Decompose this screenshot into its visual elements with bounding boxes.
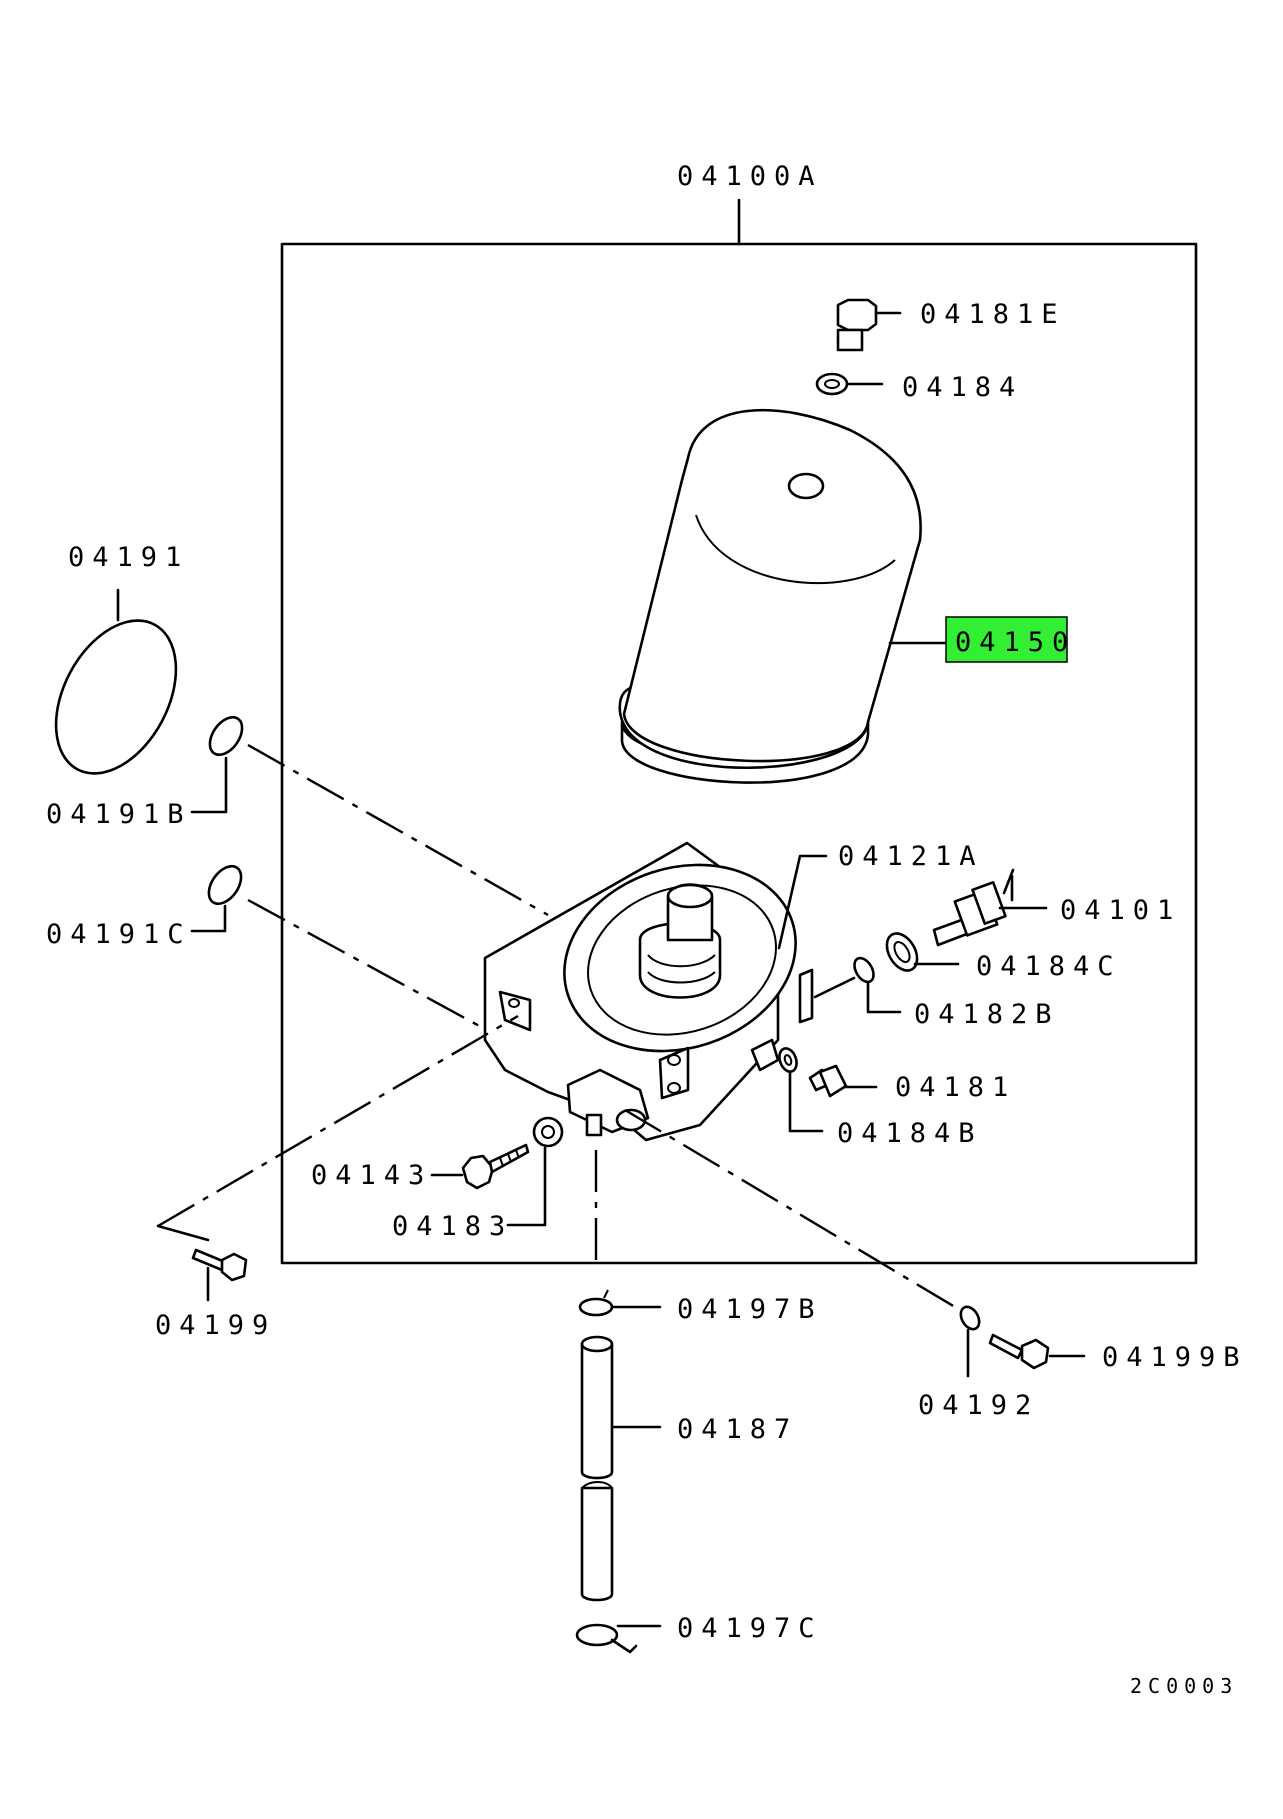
- label-04150[interactable]: 04150: [955, 627, 1076, 658]
- screw-04143-icon: [461, 1143, 530, 1190]
- label-04199[interactable]: 04199: [155, 1310, 276, 1341]
- o-ring-04182b-icon: [853, 956, 875, 984]
- label-04183[interactable]: 04183: [392, 1211, 513, 1242]
- clip-04197c-icon: [575, 1623, 638, 1654]
- label-04100A[interactable]: 04100A: [677, 161, 823, 192]
- spacer-04183-icon: [532, 1116, 564, 1148]
- washer-04192-icon: [959, 1305, 981, 1331]
- label-04184C[interactable]: 04184C: [976, 951, 1122, 982]
- filter-element-04150-icon: [618, 408, 922, 784]
- plug-04181e-icon: [836, 298, 878, 352]
- label-04199B[interactable]: 04199B: [1102, 1342, 1248, 1373]
- label-04101[interactable]: 04101: [1060, 895, 1181, 926]
- label-04181E[interactable]: 04181E: [920, 299, 1066, 330]
- highlight-box-04150[interactable]: [945, 616, 1068, 663]
- washer-04184b-icon: [778, 1047, 798, 1073]
- label-04121A[interactable]: 04121A: [838, 841, 984, 872]
- hose-04187-icon: [580, 1335, 614, 1602]
- o-ring-04191-icon: [54, 619, 178, 775]
- washer-04184-icon: [815, 372, 849, 396]
- label-04191B[interactable]: 04191B: [46, 799, 192, 830]
- clip-04197b-icon: [578, 1289, 614, 1317]
- label-04191C[interactable]: 04191C: [46, 919, 192, 950]
- bolt-04199b-icon: [988, 1333, 1050, 1370]
- label-04187[interactable]: 04187: [677, 1414, 798, 1445]
- label-04182B[interactable]: 04182B: [914, 999, 1060, 1030]
- o-ring-04191c-icon: [207, 864, 243, 906]
- label-04143[interactable]: 04143: [311, 1160, 432, 1191]
- label-04197C[interactable]: 04197C: [677, 1613, 823, 1644]
- label-04181[interactable]: 04181: [895, 1072, 1016, 1103]
- washer-04184c-icon: [885, 932, 919, 972]
- label-04192[interactable]: 04192: [918, 1390, 1039, 1421]
- label-04197B[interactable]: 04197B: [677, 1294, 823, 1325]
- bolt-04199-icon: [191, 1248, 248, 1282]
- label-04184B[interactable]: 04184B: [837, 1118, 983, 1149]
- drawing-code: 2C0003: [1130, 1674, 1238, 1698]
- label-04191[interactable]: 04191: [68, 542, 189, 573]
- o-ring-04191b-icon: [208, 715, 244, 757]
- switch-04101-icon: [932, 868, 1015, 947]
- plug-04181-icon: [808, 1064, 848, 1098]
- filter-head-04121a-icon: [483, 841, 814, 1142]
- label-04184[interactable]: 04184: [902, 372, 1023, 403]
